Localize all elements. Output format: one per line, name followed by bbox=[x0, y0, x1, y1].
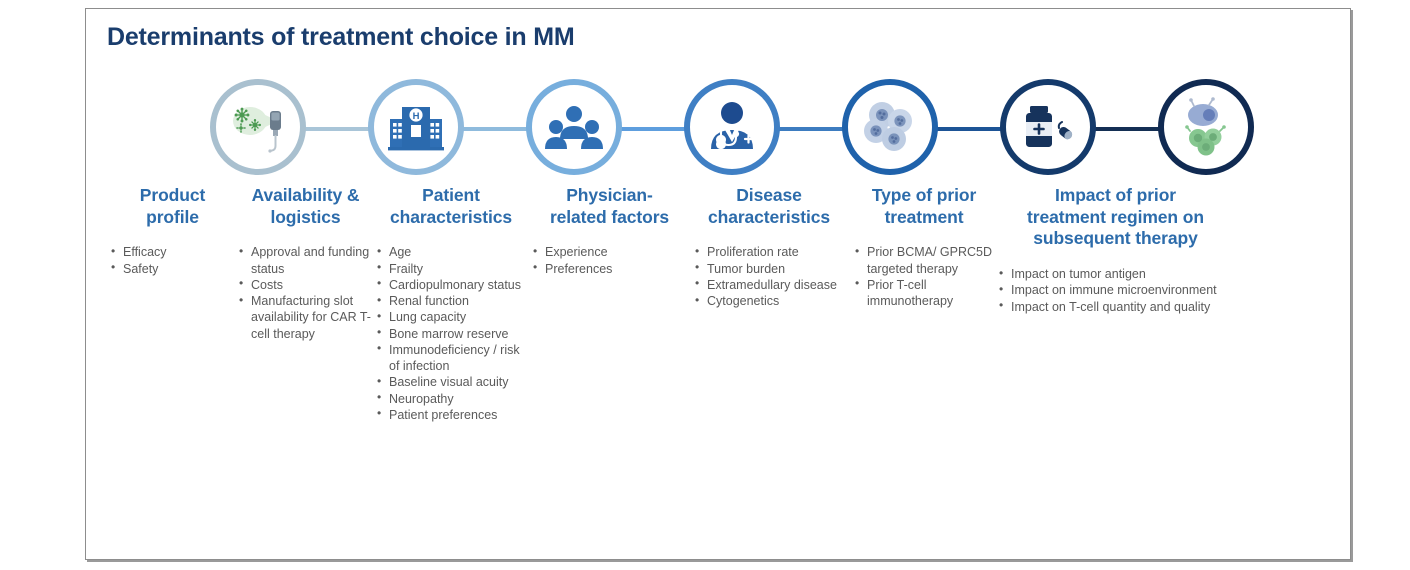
list-item: Impact on T-cell quantity and quality bbox=[998, 298, 1233, 315]
tumor-cell-cluster-icon bbox=[860, 97, 920, 157]
flow-node-physician-related-factors[interactable] bbox=[684, 79, 780, 175]
list-item: Frailty bbox=[376, 260, 526, 277]
hospital-building-icon: H bbox=[386, 97, 446, 157]
list-item: Baseline visual acuity bbox=[376, 374, 526, 390]
doctor-stethoscope-icon bbox=[702, 97, 762, 157]
list-item: Patient preferences bbox=[376, 406, 526, 423]
list-item: Impact on immune microenvironment bbox=[998, 282, 1233, 298]
columns-container: Product profileEfficacySafetyAvailabilit… bbox=[86, 185, 1350, 555]
flow-connector-disease-characteristics bbox=[936, 127, 1002, 131]
list-item: Safety bbox=[110, 260, 235, 277]
list-item: Proliferation rate bbox=[694, 244, 844, 260]
medicine-bottle-pill-icon bbox=[1018, 97, 1078, 157]
column-heading-patient-characteristics: Patient characteristics bbox=[389, 185, 513, 227]
column-list-availability-logistics: Approval and funding statusCostsManufact… bbox=[238, 244, 373, 342]
list-item: Manufacturing slot availability for CAR … bbox=[238, 293, 373, 342]
list-item: Preferences bbox=[532, 260, 687, 277]
column-type-of-prior-treatment: Type of prior treatmentPrior BCMA/ GPRC5… bbox=[854, 185, 994, 309]
flow-node-type-of-prior-treatment[interactable] bbox=[1000, 79, 1096, 175]
column-list-patient-characteristics: AgeFrailtyCardiopulmonary statusRenal fu… bbox=[376, 244, 526, 423]
flow-connector-physician-related-factors bbox=[778, 127, 844, 131]
column-heading-product-profile: Product profile bbox=[139, 185, 206, 227]
group-of-people-icon bbox=[544, 97, 604, 157]
list-item: Prior BCMA/ GPRC5D targeted therapy bbox=[854, 244, 994, 277]
flow-node-ring-physician-related-factors bbox=[684, 79, 780, 175]
column-heading-physician-related-factors: Physician- related factors bbox=[549, 185, 670, 227]
list-item: Approval and funding status bbox=[238, 244, 373, 277]
list-item: Costs bbox=[238, 276, 373, 293]
list-item: Impact on tumor antigen bbox=[998, 266, 1233, 282]
column-list-type-of-prior-treatment: Prior BCMA/ GPRC5D targeted therapyPrior… bbox=[854, 244, 994, 309]
flow-connector-product-profile bbox=[304, 127, 370, 131]
flow-connector-patient-characteristics bbox=[620, 127, 686, 131]
infusion-bag-icon bbox=[228, 97, 288, 157]
column-availability-logistics: Availability & logisticsApproval and fun… bbox=[238, 185, 373, 342]
list-item: Age bbox=[376, 244, 526, 260]
list-item: Renal function bbox=[376, 293, 526, 309]
column-heading-disease-characteristics: Disease characteristics bbox=[707, 185, 831, 227]
list-item: Tumor burden bbox=[694, 260, 844, 277]
list-item: Experience bbox=[532, 244, 687, 260]
list-item: Neuropathy bbox=[376, 390, 526, 407]
column-impact-of-prior-treatment: Impact of prior treatment regimen on sub… bbox=[998, 185, 1233, 315]
flow-node-ring-product-profile bbox=[210, 79, 306, 175]
flow-node-disease-characteristics[interactable] bbox=[842, 79, 938, 175]
flow-node-ring-impact-of-prior-treatment bbox=[1158, 79, 1254, 175]
list-item: Cardiopulmonary status bbox=[376, 276, 526, 293]
immune-cells-icon bbox=[1176, 97, 1236, 157]
column-heading-impact-of-prior-treatment: Impact of prior treatment regimen on sub… bbox=[1027, 185, 1204, 249]
column-product-profile: Product profileEfficacySafety bbox=[110, 185, 235, 277]
list-item: Efficacy bbox=[110, 244, 235, 260]
flow-node-availability-logistics[interactable]: H bbox=[368, 79, 464, 175]
flow-connector-availability-logistics bbox=[462, 127, 528, 131]
column-list-disease-characteristics: Proliferation rateTumor burdenExtramedul… bbox=[694, 244, 844, 309]
column-list-product-profile: EfficacySafety bbox=[110, 244, 235, 277]
flow-node-product-profile[interactable] bbox=[210, 79, 306, 175]
column-list-physician-related-factors: ExperiencePreferences bbox=[532, 244, 687, 277]
list-item: Bone marrow reserve bbox=[376, 325, 526, 342]
column-list-impact-of-prior-treatment: Impact on tumor antigenImpact on immune … bbox=[998, 266, 1233, 315]
column-physician-related-factors: Physician- related factorsExperiencePref… bbox=[532, 185, 687, 277]
column-disease-characteristics: Disease characteristicsProliferation rat… bbox=[694, 185, 844, 309]
process-flow-row: H bbox=[86, 79, 1350, 179]
figure-frame: Determinants of treatment choice in MM bbox=[85, 8, 1351, 560]
page-title: Determinants of treatment choice in MM bbox=[107, 23, 575, 51]
column-heading-availability-logistics: Availability & logistics bbox=[251, 185, 360, 227]
flow-connector-type-of-prior-treatment bbox=[1094, 127, 1160, 131]
column-heading-type-of-prior-treatment: Type of prior treatment bbox=[871, 185, 977, 227]
flow-node-patient-characteristics[interactable] bbox=[526, 79, 622, 175]
list-item: Lung capacity bbox=[376, 309, 526, 325]
flow-node-impact-of-prior-treatment[interactable] bbox=[1158, 79, 1254, 175]
list-item: Extramedullary disease bbox=[694, 276, 844, 293]
column-patient-characteristics: Patient characteristicsAgeFrailtyCardiop… bbox=[376, 185, 526, 423]
list-item: Immunodeficiency / risk of infection bbox=[376, 341, 526, 375]
list-item: Prior T-cell immunotherapy bbox=[854, 276, 994, 310]
list-item: Cytogenetics bbox=[694, 293, 844, 309]
svg-text:H: H bbox=[413, 111, 420, 122]
